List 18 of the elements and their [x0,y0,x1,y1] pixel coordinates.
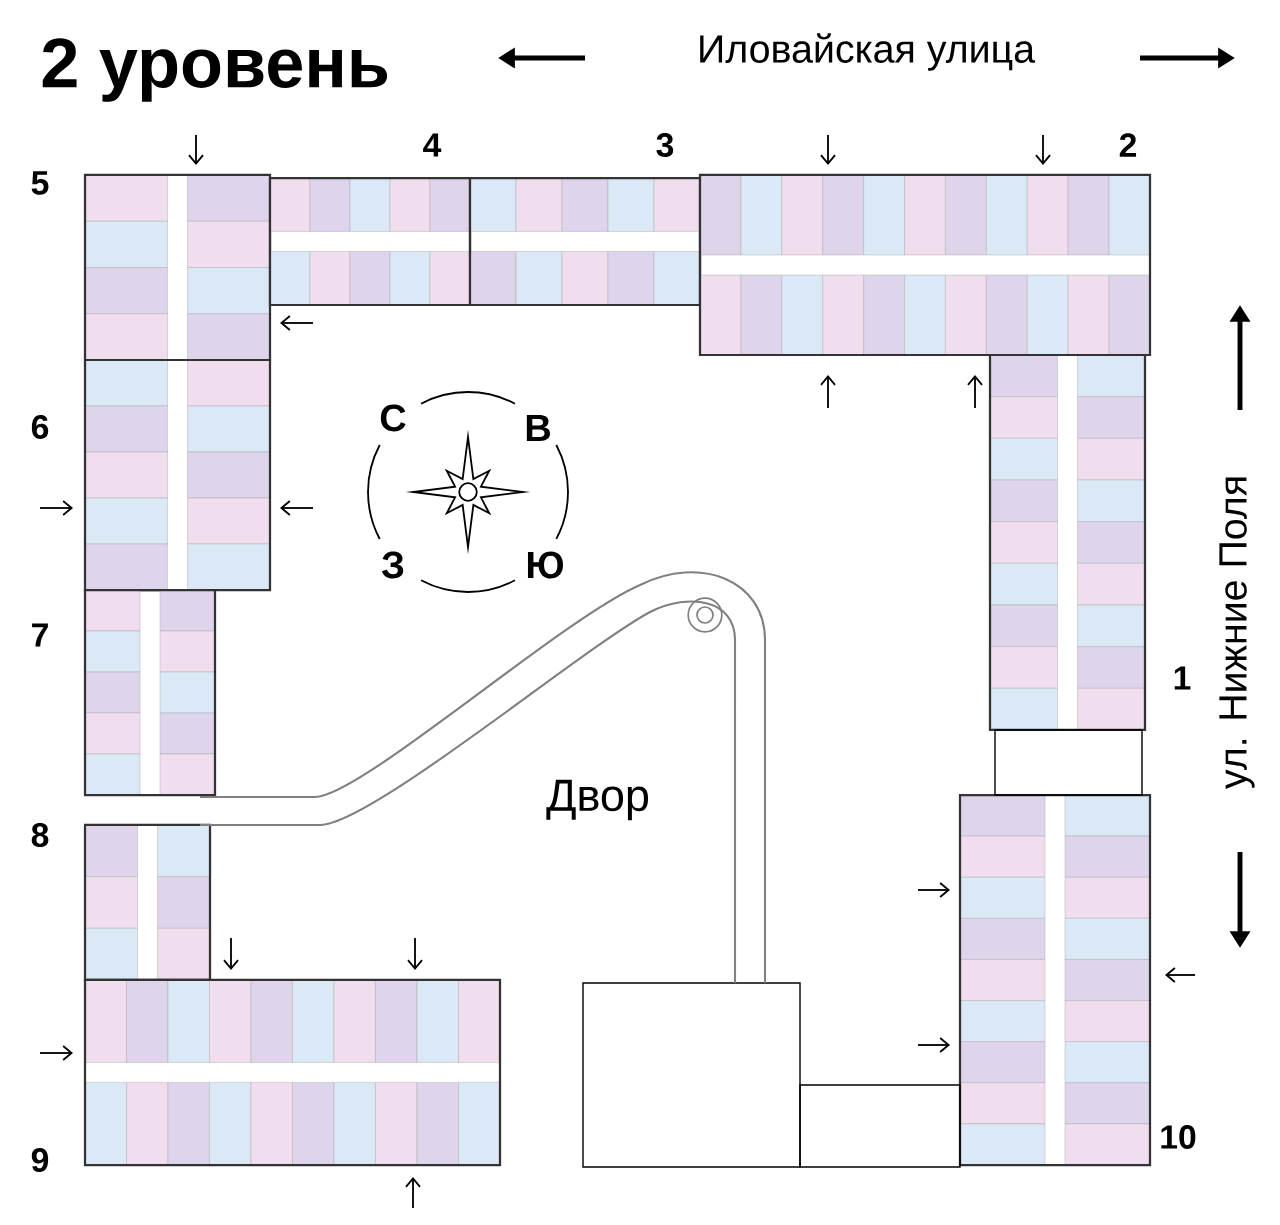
section-number: 5 [31,171,49,195]
compass-letter: З [382,551,404,579]
section-number: 1 [1174,666,1191,690]
section-number: 8 [31,823,49,847]
section-number: 4 [423,133,442,157]
compass-letter: С [380,404,406,432]
courtyard-label: Двор [546,779,649,821]
section-number: 6 [31,415,49,439]
compass-letter: Ю [527,551,563,579]
street-name: Иловайская улица [700,33,1036,71]
street-name: ул. Нижние Поля [1219,477,1255,789]
section-number: 9 [31,1148,49,1172]
section-number: 3 [656,133,674,157]
title: 2 уровень [42,38,388,102]
compass-letter: В [526,414,550,442]
section-number: 10 [1161,1125,1196,1149]
section-number: 2 [1119,133,1137,157]
section-number: 7 [32,623,48,647]
